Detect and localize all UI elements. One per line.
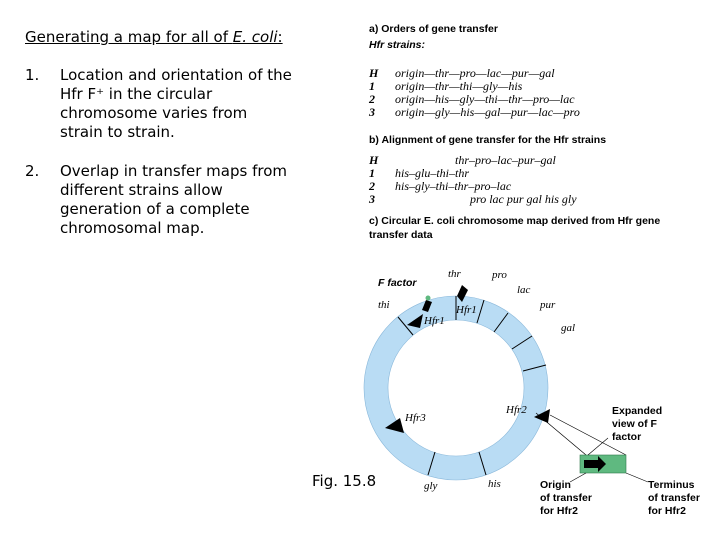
expanded-view-line-left bbox=[535, 412, 587, 456]
hfr-label-1: Hfr1 bbox=[423, 315, 445, 327]
section-a-row-order: origin—his—gly—thi—thr—pro—lac bbox=[395, 92, 575, 106]
gene-label-lac: lac bbox=[517, 284, 531, 296]
f-factor-dot bbox=[425, 295, 431, 301]
section-b-row-label: 1 bbox=[369, 166, 375, 180]
f-factor-arrow bbox=[584, 456, 606, 472]
terminus-callout-line-3: for Hfr2 bbox=[648, 505, 686, 517]
hfr1-arrow bbox=[407, 314, 423, 328]
origin-callout-line bbox=[569, 472, 587, 483]
terminus-callout-line-1: Terminus bbox=[648, 479, 695, 491]
gene-tick-gly bbox=[427, 451, 436, 476]
point-2-line-4: chromosomal map. bbox=[60, 219, 205, 237]
expanded-view-line-1: Expanded bbox=[612, 405, 662, 417]
title-prefix: Generating a map for all of bbox=[25, 28, 233, 46]
gene-label-pur: pur bbox=[539, 299, 556, 311]
title-species: E. coli bbox=[232, 28, 278, 46]
expanded-view-line-3: factor bbox=[612, 431, 641, 443]
section-a-row-label: 2 bbox=[369, 92, 375, 106]
gene-label-thi: thi bbox=[378, 299, 390, 311]
gene-tick-lac bbox=[493, 312, 509, 333]
hfr2-arrow bbox=[534, 409, 550, 423]
section-a-row-order: origin—thr—thi—gly—his bbox=[395, 79, 523, 93]
point-2: 2. Overlap in transfer maps from differe… bbox=[25, 162, 355, 238]
expanded-callout-line bbox=[587, 437, 609, 456]
hfr3-arrow bbox=[385, 418, 404, 433]
gene-label-his: his bbox=[488, 478, 501, 490]
section-a-title: a) Orders of gene transfer bbox=[369, 23, 498, 35]
section-a-subtitle: Hfr strains: bbox=[369, 39, 426, 51]
hfr-label-2: Hfr2 bbox=[505, 404, 527, 416]
point-1-line-1: Location and orientation of the bbox=[60, 66, 292, 84]
point-1-line-3: chromosome varies from bbox=[60, 104, 248, 122]
gene-label-gly: gly bbox=[424, 480, 438, 492]
figure-caption: Fig. 15.8 bbox=[312, 472, 377, 490]
origin-callout-line-2: of transfer bbox=[540, 492, 592, 504]
point-1-line-4: strain to strain. bbox=[60, 123, 175, 141]
hfr-label-h: Hfr1 bbox=[455, 304, 477, 316]
point-1: 1. Location and orientation of the Hfr F… bbox=[25, 66, 355, 142]
gene-label-thr: thr bbox=[448, 268, 462, 280]
chromosome-ring bbox=[364, 296, 548, 480]
section-b-row-label: 2 bbox=[369, 179, 375, 193]
origin-callout-line-1: Origin bbox=[540, 479, 571, 491]
terminus-callout-line-2: of transfer bbox=[648, 492, 700, 504]
f-factor-label: F factor bbox=[378, 277, 417, 289]
section-b-row-order: his–glu–thi–thr bbox=[395, 166, 470, 180]
point-2-line-3: generation of a complete bbox=[60, 200, 250, 218]
point-2-number: 2. bbox=[25, 162, 40, 180]
section-b-row-label: H bbox=[369, 153, 379, 167]
section-c-title: c) Circular E. coli chromosome map deriv… bbox=[369, 215, 661, 227]
hfr-label-3: Hfr3 bbox=[404, 412, 426, 424]
chromosome-ring-inner-edge bbox=[387, 319, 525, 457]
origin-callout-line-3: for Hfr2 bbox=[540, 505, 578, 517]
title-suffix: : bbox=[277, 28, 283, 46]
section-c-title-line-2: transfer data bbox=[369, 229, 433, 241]
section-a-row-label: 3 bbox=[369, 105, 375, 119]
gene-tick-pro bbox=[476, 299, 485, 324]
gene-tick-gal bbox=[522, 364, 547, 372]
hfr-h-arrow bbox=[457, 285, 468, 302]
point-2-line-2: different strains allow bbox=[60, 181, 223, 199]
gene-label-pro: pro bbox=[491, 269, 507, 281]
section-a-row-label: 1 bbox=[369, 79, 375, 93]
gene-label-gal: gal bbox=[561, 322, 575, 334]
section-b-row-label: 3 bbox=[369, 192, 375, 206]
gene-tick-pur bbox=[511, 335, 533, 350]
section-a-row-label: H bbox=[369, 66, 379, 80]
slide-title: Generating a map for all of E. coli: bbox=[25, 28, 283, 47]
point-2-line-1: Overlap in transfer maps from bbox=[60, 162, 287, 180]
section-a-row-order: origin—gly—his—gal—pur—lac—pro bbox=[395, 105, 580, 119]
gene-tick-thi bbox=[397, 316, 414, 336]
section-b-row-order: his–gly–thi–thr–pro–lac bbox=[395, 179, 512, 193]
section-b-row-order: pro lac pur gal his gly bbox=[470, 192, 577, 206]
section-b-title: b) Alignment of gene transfer for the Hf… bbox=[369, 134, 607, 146]
gene-tick-his bbox=[478, 451, 487, 476]
expanded-view-line-right bbox=[549, 414, 627, 456]
terminus-callout-line bbox=[625, 472, 649, 483]
point-1-line-2: Hfr F⁺ in the circular bbox=[60, 85, 213, 103]
section-b-row-order: thr–pro–lac–pur–gal bbox=[455, 153, 556, 167]
point-1-number: 1. bbox=[25, 66, 40, 84]
expanded-view-line-2: view of F bbox=[612, 418, 658, 430]
section-a-row-order: origin—thr—pro—lac—pur—gal bbox=[395, 66, 555, 80]
f-factor-mark bbox=[422, 300, 432, 312]
